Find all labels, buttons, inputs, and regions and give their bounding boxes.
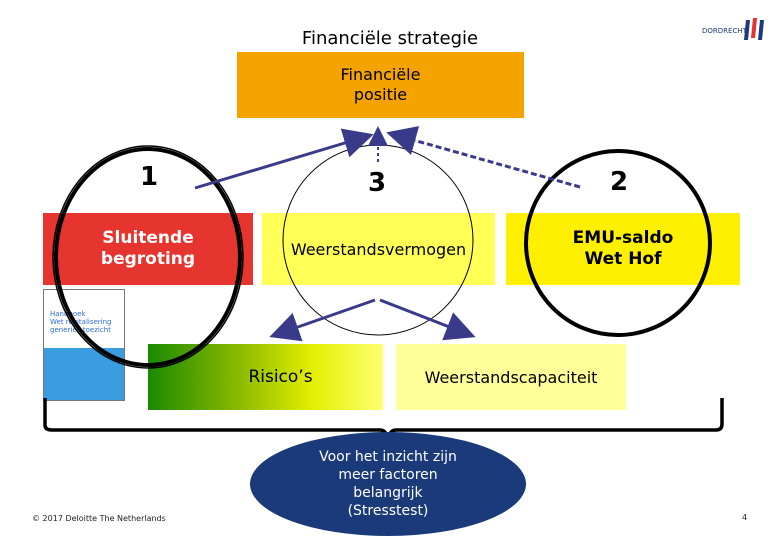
number-3: 3 [368,168,387,198]
handboek-image: Handboek Wet revitalisering generiek toe… [43,289,125,401]
dordrecht-logo: DORDRECHT [700,14,770,44]
page-number: 4 [742,513,748,522]
number-2: 2 [610,167,629,197]
arrow-risico-up [269,298,376,342]
financiele-positie-label: Financiële positie [340,65,421,104]
weerstandsvermogen-box: Weerstandsvermogen [262,213,495,285]
slide-title: Financiële strategie [301,28,479,49]
number-1: 1 [140,162,159,192]
emu-saldo-box: EMU-saldo Wet Hof [506,213,740,285]
sluitende-begroting-box: Sluitende begroting [43,213,253,285]
copyright-footer: © 2017 Deloitte The Netherlands [32,514,166,523]
circle-1 [54,147,242,367]
logo-text: DORDRECHT [702,27,748,35]
financiele-positie-box: Financiële positie [237,52,524,118]
arrow-capaciteit-up [379,298,476,341]
circle-2 [524,149,712,337]
stresstest-oval: Voor het inzicht zijn meer factoren bela… [250,432,526,536]
weerstandsvermogen-label: Weerstandsvermogen [290,239,467,259]
weerstandscapaciteit-box: Weerstandscapaciteit [396,344,626,410]
risicos-label: Risico’s [248,367,313,387]
arrow-1-to-positie [194,128,374,190]
arrow-2-to-positie [386,126,581,189]
emu-saldo-label: EMU-saldo Wet Hof [572,228,674,269]
weerstandscapaciteit-label: Weerstandscapaciteit [424,367,598,387]
stresstest-text: Voor het inzicht zijn meer factoren bela… [319,449,457,519]
sluitende-begroting-label: Sluitende begroting [100,228,196,269]
